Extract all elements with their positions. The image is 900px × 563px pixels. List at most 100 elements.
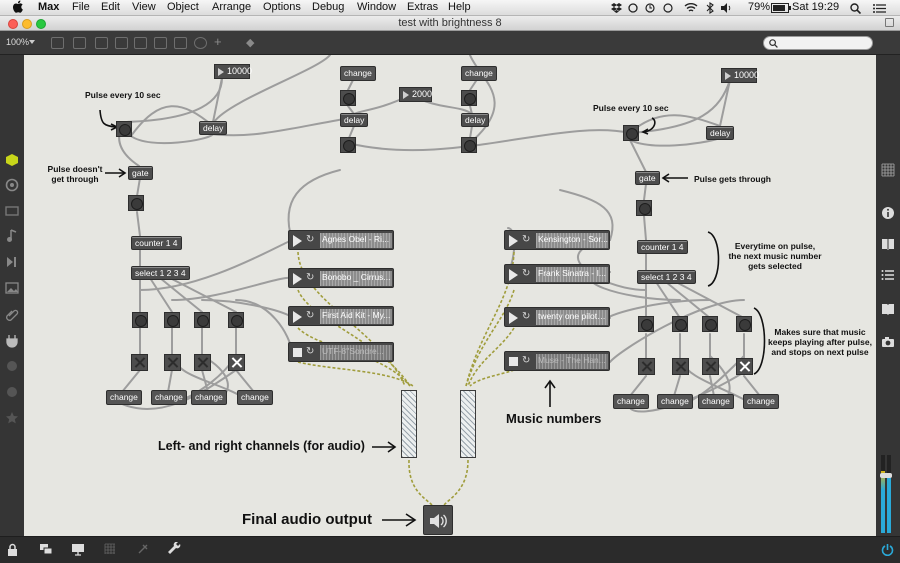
spotlight-icon[interactable] [850,3,861,14]
bang-button[interactable] [461,90,477,106]
loop-icon[interactable]: ↻ [522,234,531,245]
clock-status-icon[interactable] [645,3,655,13]
pulse-bang-left[interactable] [116,121,132,137]
lock-icon[interactable] [7,543,18,556]
power-icon[interactable] [881,543,894,556]
toggle[interactable] [638,358,655,375]
menu-object[interactable]: Object [167,1,199,13]
bang-button[interactable] [340,137,356,153]
patcher-canvas[interactable]: 10000 10000 2000 change change delay del… [24,55,876,536]
menu-file[interactable]: File [72,1,90,13]
select-object-left[interactable]: select 1 2 3 4 [131,266,190,280]
delay-time-number-left[interactable]: 10000 [214,64,252,79]
audio-player[interactable]: ↻Bonobo _ Cirrus... [288,268,394,288]
menu-clock[interactable]: Sat 19:29 [792,1,840,13]
new-object-icon[interactable] [51,37,64,49]
toggle[interactable] [228,354,245,371]
plug-icon[interactable] [5,334,19,348]
audio-player[interactable]: ↻Frank Sinatra - I... [504,264,610,284]
menu-extras[interactable]: Extras [407,1,439,13]
pulse-bang-right[interactable] [623,125,639,141]
stop-icon[interactable] [509,357,518,366]
loop-icon[interactable]: ↻ [522,268,531,279]
camera-icon[interactable] [881,336,895,348]
menu-app-name[interactable]: Max [38,1,60,13]
change-object[interactable]: change [698,394,734,409]
bang-button[interactable] [702,316,718,332]
audio-player[interactable]: ↻UTF-8''Sondre... [288,342,394,362]
bang-button[interactable] [461,137,477,153]
bang-button[interactable] [194,312,210,328]
bang-button[interactable] [340,90,356,106]
play-icon[interactable] [293,311,302,323]
play-icon[interactable] [509,235,518,247]
play-icon[interactable] [509,312,518,324]
play-icon[interactable] [293,273,302,285]
audio-player[interactable]: ↻twenty one pilots... [504,307,610,327]
change-object[interactable]: change [151,390,187,405]
close-window-button[interactable] [8,19,18,29]
zoom-window-button[interactable] [36,19,46,29]
toggle[interactable] [194,354,211,371]
delay-time-number-right[interactable]: 10000 [721,68,759,83]
change-object[interactable]: change [461,66,497,81]
toggle-icon[interactable] [134,37,147,49]
notification-center-icon[interactable] [873,3,886,14]
step-forward-icon[interactable] [5,255,19,269]
slider-icon[interactable] [174,37,187,49]
bang-button[interactable] [128,195,144,211]
menu-arrange[interactable]: Arrange [212,1,252,13]
bluetooth-icon[interactable] [706,2,714,14]
change-object[interactable]: change [657,394,693,409]
loop-icon[interactable]: ↻ [306,310,315,321]
bang-button[interactable] [636,200,652,216]
audio-player[interactable]: ↻Kensington - Sor... [504,230,610,250]
toggle[interactable] [164,354,181,371]
audio-output-dac[interactable] [423,505,453,535]
counter-object-right[interactable]: counter 1 4 [637,240,688,254]
bang-button[interactable] [132,312,148,328]
bang-icon[interactable] [115,37,128,49]
wifi-icon[interactable] [684,2,698,13]
change-object[interactable]: change [191,390,227,405]
zoom-level[interactable]: 100% [6,37,30,47]
bang-button[interactable] [164,312,180,328]
menu-options[interactable]: Options [263,1,301,13]
gate-object-left[interactable]: gate [128,166,153,180]
counter-object-left[interactable]: counter 1 4 [131,236,182,250]
target-icon[interactable] [5,178,19,192]
bang-button[interactable] [672,316,688,332]
change-object[interactable]: change [106,390,142,405]
fullscreen-icon[interactable] [885,18,894,27]
minimize-window-button[interactable] [22,19,32,29]
delay-object-right[interactable]: delay [706,126,735,140]
battery-icon[interactable] [771,3,791,13]
add-icon[interactable]: + [214,34,222,49]
grid-icon[interactable] [881,163,895,177]
loop-icon[interactable]: ↻ [306,346,315,357]
audio-player[interactable]: ↻Agnes Obel - Ri... [288,230,394,250]
menu-help[interactable]: Help [448,1,471,13]
bang-button[interactable] [228,312,244,328]
book-icon[interactable] [881,238,895,250]
menu-debug[interactable]: Debug [312,1,345,13]
toggle[interactable] [672,358,689,375]
change-object[interactable]: change [340,66,376,81]
windows-icon[interactable] [39,543,53,555]
audio-player[interactable]: ↻First Aid Kit - My... [288,306,394,326]
play-icon[interactable] [293,235,302,247]
search-input[interactable] [763,36,873,50]
volume-icon[interactable] [721,3,733,13]
time-machine-icon[interactable] [663,3,673,13]
menu-edit[interactable]: Edit [101,1,120,13]
sync-icon[interactable] [628,3,638,13]
change-object[interactable]: change [743,394,779,409]
delay-object-left[interactable]: delay [199,121,228,135]
bitcoin-circle-icon[interactable] [6,386,18,398]
dial-icon[interactable] [194,37,207,49]
wrench-icon[interactable] [168,542,182,556]
dropbox-icon[interactable] [611,3,622,13]
delay-object[interactable]: delay [461,113,490,127]
select-object-right[interactable]: select 1 2 3 4 [637,270,696,284]
loop-icon[interactable]: ↻ [522,355,531,366]
